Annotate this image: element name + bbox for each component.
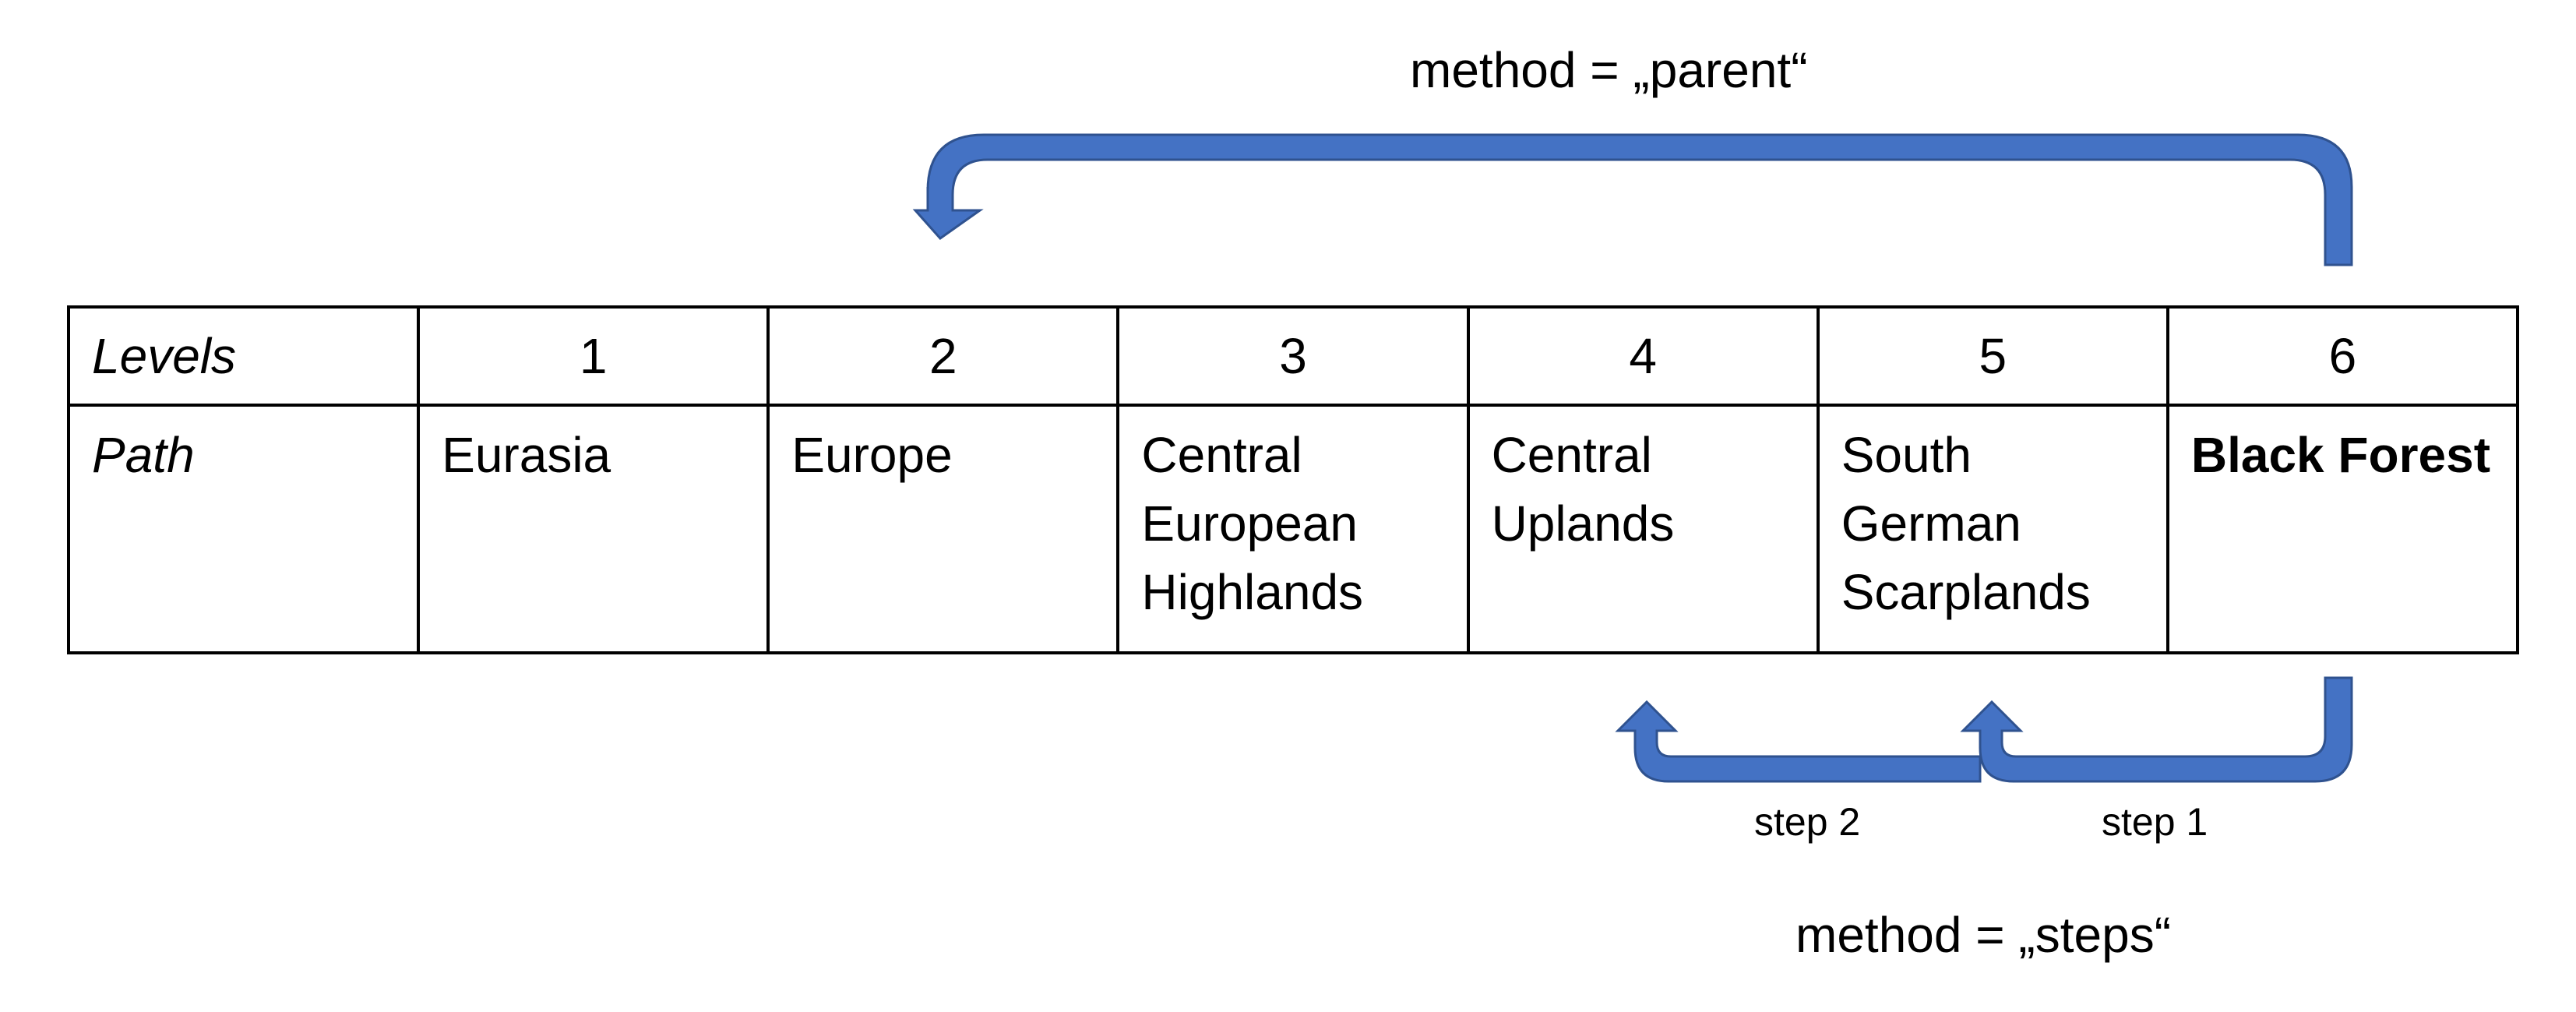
path-cell-central-uplands: Central Uplands — [1466, 404, 1820, 654]
step-2-label: step 2 — [1754, 800, 1861, 844]
level-3-cell: 3 — [1116, 305, 1470, 407]
step-1-label: step 1 — [2102, 800, 2208, 844]
levels-row: Levels 1 2 3 4 5 6 — [66, 305, 2520, 407]
path-cell-black-forest: Black Forest — [2165, 404, 2520, 654]
path-cell-south-german-scarplands: South German Scarplands — [1816, 404, 2169, 654]
step1-arrow — [1960, 676, 2353, 783]
levels-table: Levels 1 2 3 4 5 6 Path Eurasia Europe C… — [66, 305, 2520, 654]
level-1-cell: 1 — [417, 305, 770, 407]
path-cell-europe: Europe — [766, 404, 1120, 654]
level-6-cell: 6 — [2165, 305, 2520, 407]
levels-header: Levels — [66, 305, 421, 407]
method-steps-label: method = „steps“ — [1795, 907, 2171, 963]
level-2-cell: 2 — [766, 305, 1120, 407]
level-4-cell: 4 — [1466, 305, 1820, 407]
method-parent-label: method = „parent“ — [1410, 42, 1808, 98]
path-row: Path Eurasia Europe Central European Hig… — [66, 404, 2520, 654]
step2-arrow — [1615, 700, 1982, 783]
level-5-cell: 5 — [1816, 305, 2169, 407]
path-header: Path — [66, 404, 421, 654]
parent-arrow — [912, 133, 2353, 266]
path-cell-central-european-highlands: Central European Highlands — [1116, 404, 1470, 654]
path-cell-eurasia: Eurasia — [417, 404, 770, 654]
